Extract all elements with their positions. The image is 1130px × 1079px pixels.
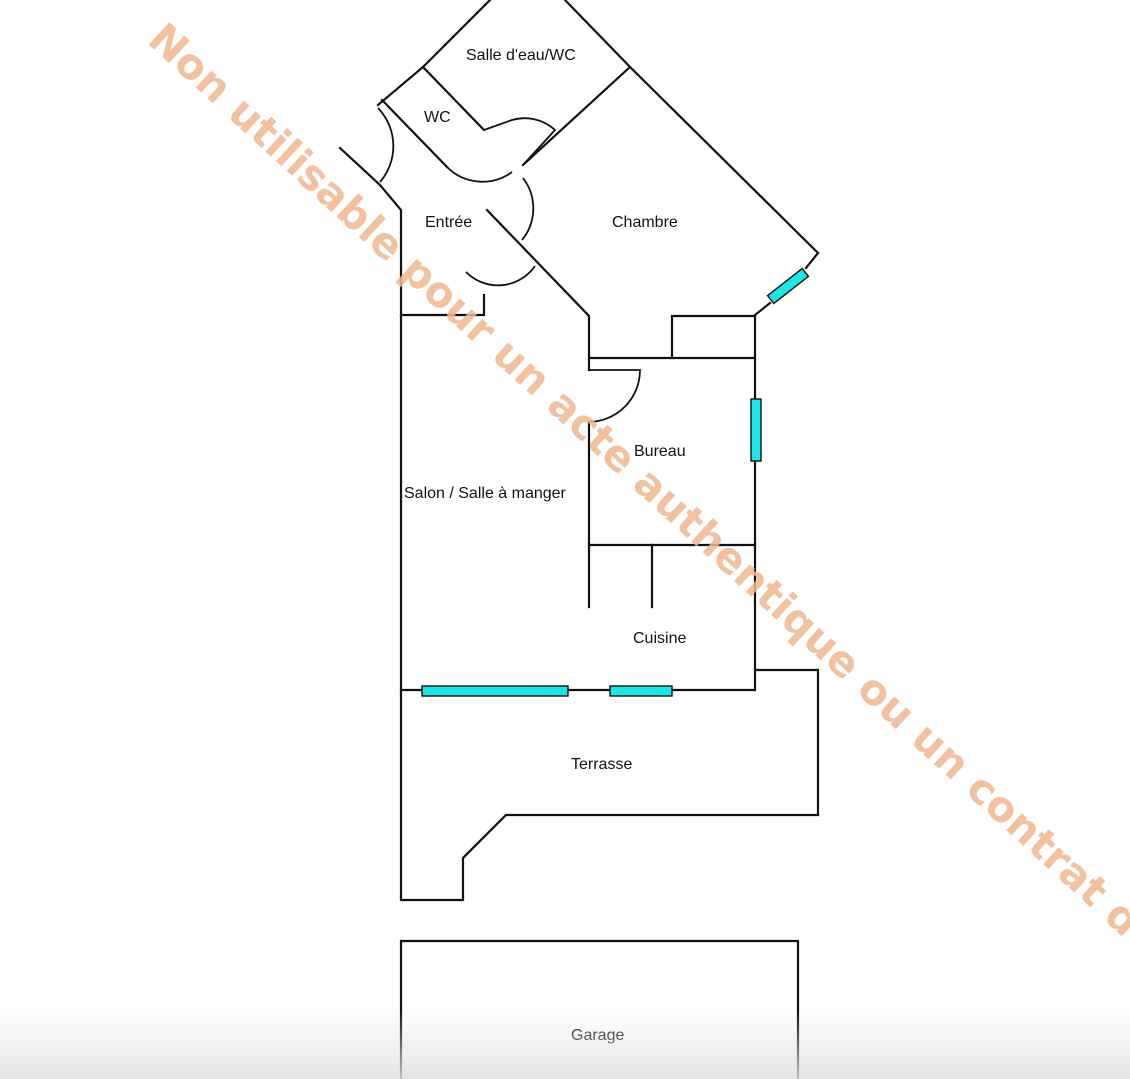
label-wc: WC	[424, 109, 451, 126]
label-entree: Entrée	[425, 214, 472, 231]
door-salle-eau	[483, 117, 557, 166]
door-wc	[446, 166, 513, 183]
wall-salon-left	[399, 313, 820, 902]
door-entry	[339, 107, 395, 186]
wall-salle-eau-right	[521, 65, 632, 167]
windows	[421, 267, 810, 697]
door-salon	[465, 265, 536, 287]
label-cuisine: Cuisine	[633, 630, 686, 647]
doors	[339, 107, 641, 423]
label-bureau: Bureau	[634, 443, 686, 460]
door-bureau	[588, 369, 641, 423]
label-salon: Salon / Salle à manger	[404, 485, 567, 502]
window-bureau	[750, 398, 762, 462]
wall-garage	[399, 939, 800, 1079]
door-chambre	[521, 177, 535, 241]
wall-wc-top	[376, 65, 425, 107]
wall-salle-eau-top	[563, 0, 632, 69]
wall-salle-eau	[421, 0, 492, 69]
label-garage: Garage	[571, 1027, 624, 1044]
window-chambre	[766, 267, 810, 305]
watermark-text: Non utilisable pour un acte authentique …	[139, 13, 1130, 1079]
label-chambre: Chambre	[612, 214, 678, 231]
window-salon	[421, 685, 569, 697]
window-cuisine	[609, 685, 673, 697]
wall-cupboard	[670, 314, 757, 360]
wall-chambre-right	[628, 65, 820, 270]
label-terrasse: Terrasse	[571, 756, 632, 773]
wall-wc-right	[380, 98, 449, 169]
wall-entree-jog	[399, 293, 486, 317]
label-salle-eau: Salle d'eau/WC	[466, 47, 576, 64]
wall-chambre-corner	[753, 301, 772, 692]
wall-salle-eau-left	[421, 65, 486, 132]
